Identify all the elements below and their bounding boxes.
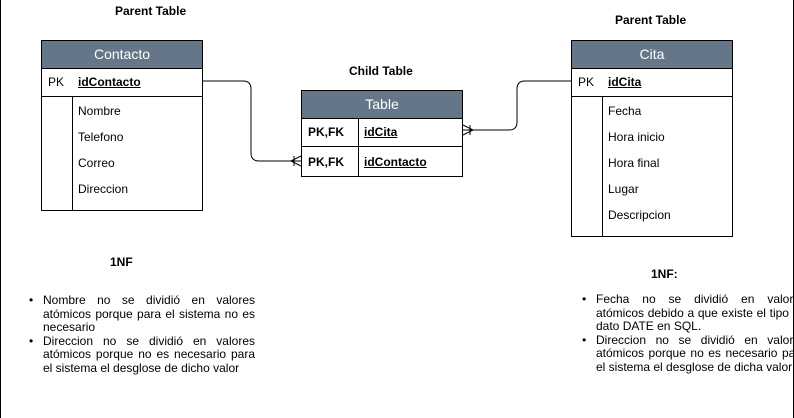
child-row2-label: PK,FK bbox=[308, 155, 344, 169]
child-table-title: Table bbox=[302, 91, 462, 119]
cita-field-hora-inicio: Hora inicio bbox=[608, 130, 665, 144]
cita-key-row: PK idCita bbox=[572, 69, 732, 97]
crows-foot-idcita-icon bbox=[462, 124, 474, 136]
contacto-field-telefono: Telefono bbox=[78, 130, 124, 144]
contacto-field-nombre: Nombre bbox=[78, 104, 121, 118]
canvas-left-border bbox=[0, 0, 1, 418]
contacto-pk-label: PK bbox=[48, 75, 65, 89]
notes-left-list: Nombre no se dividió en valores atómicos… bbox=[29, 293, 255, 376]
child-key-column-divider bbox=[302, 119, 359, 176]
child-row2-field: idContacto bbox=[364, 155, 427, 169]
caption-child-table: Child Table bbox=[349, 64, 413, 78]
contacto-table[interactable]: Contacto PK idContacto Nombre Telefono C… bbox=[41, 40, 203, 211]
child-key-row-1: PK,FK idCita bbox=[302, 119, 462, 147]
child-table[interactable]: Table PK,FK idCita PK,FK idContacto bbox=[301, 90, 463, 177]
cita-pk-label: PK bbox=[578, 75, 595, 89]
cita-key-column-divider bbox=[572, 97, 603, 236]
contacto-field-correo: Correo bbox=[78, 156, 115, 170]
notes-right-title: 1NF: bbox=[651, 267, 678, 281]
notes-left-item-2: Direccion no se dividió en valores atómi… bbox=[29, 334, 255, 376]
contacto-key-column-divider bbox=[42, 97, 73, 210]
crows-foot-idcontacto-icon bbox=[290, 155, 302, 167]
contacto-table-title: Contacto bbox=[42, 41, 202, 69]
cita-field-fecha: Fecha bbox=[608, 104, 642, 118]
contacto-to-child-line bbox=[203, 80, 301, 162]
notes-left-title: 1NF bbox=[110, 255, 133, 269]
child-row1-field: idCita bbox=[364, 125, 398, 139]
child-row1-label: PK,FK bbox=[308, 125, 344, 139]
notes-right-item-2: Direccion no se dividió en valores atómi… bbox=[582, 333, 794, 375]
contacto-pk-field: idContacto bbox=[78, 75, 141, 89]
cita-table[interactable]: Cita PK idCita Fecha Hora inicio Hora fi… bbox=[571, 40, 733, 237]
cita-field-descripcion: Descripcion bbox=[608, 208, 671, 222]
notes-right-list: Fecha no se dividió en valores atómicos … bbox=[582, 292, 794, 375]
caption-parent-table-left: Parent Table bbox=[115, 4, 187, 18]
child-key-row-2: PK,FK idContacto bbox=[302, 147, 462, 177]
contacto-field-direccion: Direccion bbox=[78, 182, 129, 196]
cita-to-child-line bbox=[463, 80, 571, 131]
cita-pk-field: idCita bbox=[608, 75, 642, 89]
cita-field-hora-final: Hora final bbox=[608, 156, 660, 170]
contacto-key-row: PK idContacto bbox=[42, 69, 202, 97]
cita-table-title: Cita bbox=[572, 41, 732, 69]
caption-parent-table-right: Parent Table bbox=[615, 13, 687, 27]
notes-right-item-1: Fecha no se dividió en valores atómicos … bbox=[582, 292, 794, 334]
notes-left-item-1: Nombre no se dividió en valores atómicos… bbox=[29, 293, 255, 335]
cita-field-lugar: Lugar bbox=[608, 182, 639, 196]
